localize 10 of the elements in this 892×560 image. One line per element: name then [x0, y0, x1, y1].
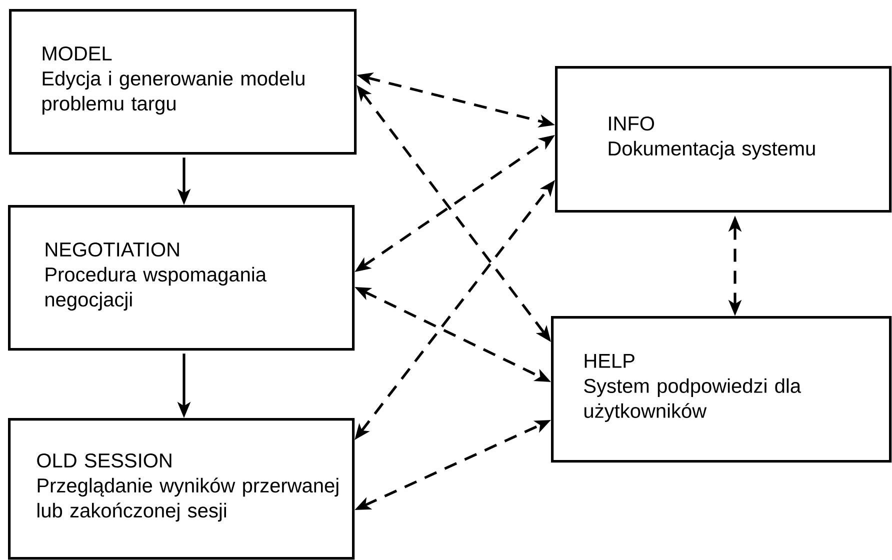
process-box	[555, 66, 892, 213]
process-box	[551, 316, 892, 463]
box-text: HELP System podpowiedzi dla użytkowników	[584, 354, 802, 422]
box-text: OLD SESSION Przeglądanie wyników przerwanej lub zakończonej sesji	[37, 453, 338, 522]
process-box	[8, 418, 355, 560]
box-text: INFO Dokumentacja systemu	[608, 116, 815, 160]
process-box	[8, 205, 355, 351]
box-text: MODEL Edycja i generowanie modelu problemu targu	[42, 46, 304, 115]
process-box	[9, 9, 357, 155]
box-text: NEGOTIATION Procedura wspomagania negocjacji	[46, 242, 266, 311]
